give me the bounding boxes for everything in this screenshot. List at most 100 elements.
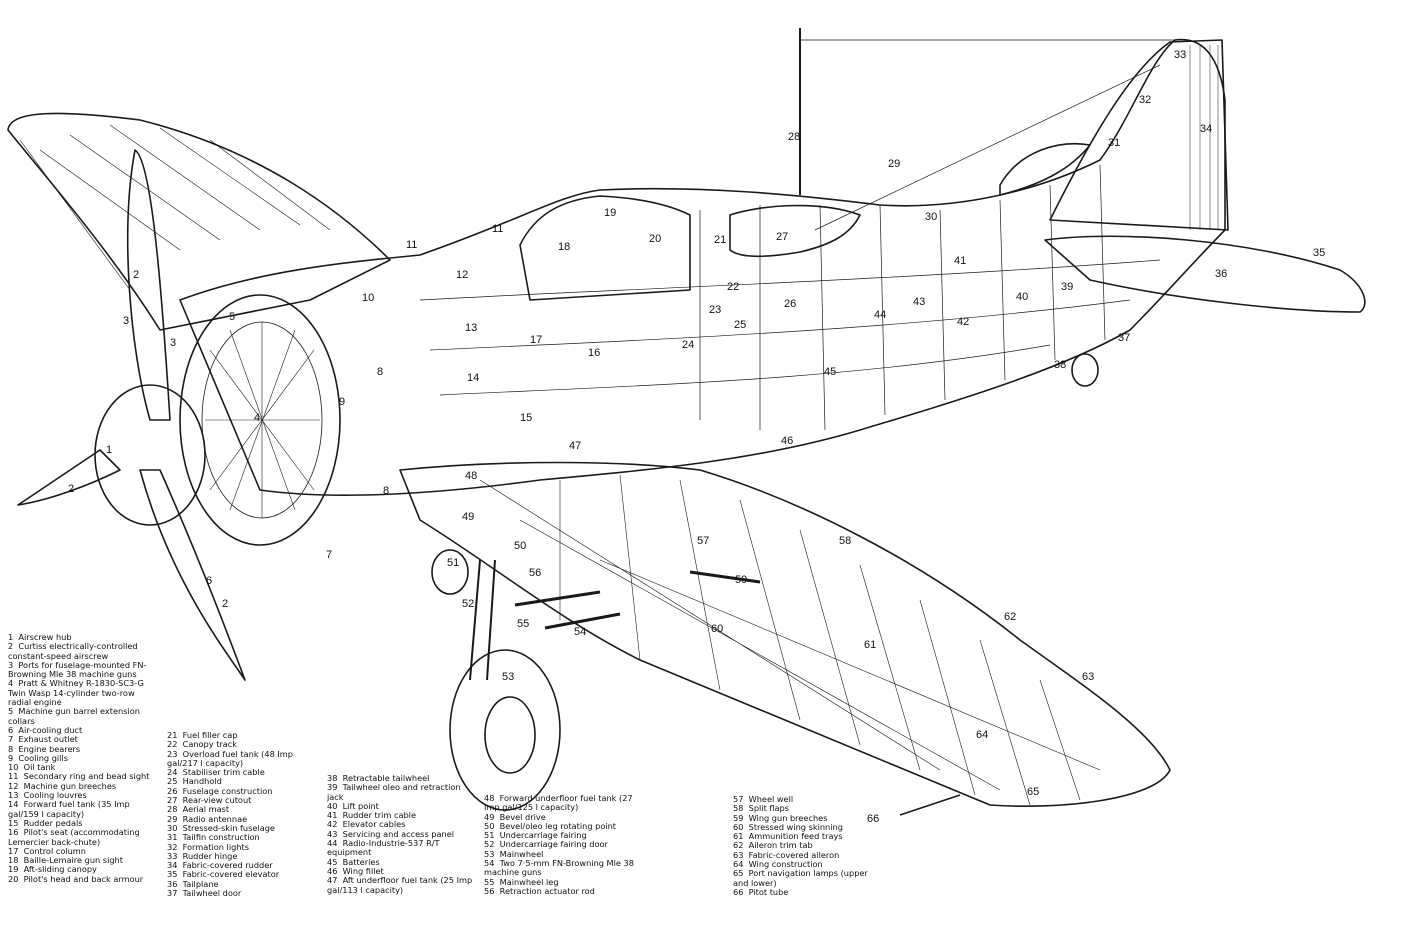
legend-item: 45 Batteries — [327, 856, 380, 867]
callout-number: 3 — [170, 337, 176, 349]
callout-number: 32 — [1139, 94, 1151, 106]
starboard-wing-ribs — [19, 124, 331, 291]
port-wing — [399, 461, 1171, 807]
callout-number: 56 — [529, 567, 541, 579]
legend-item: 8 Engine bearers — [8, 743, 81, 754]
starboard-wing — [7, 112, 391, 331]
legend-item: 25 Handhold — [167, 776, 222, 787]
legend-item: 54 Two 7·5-mm FN-Browning Mle 38 machine… — [484, 858, 637, 878]
legend-item: 55 Mainwheel leg — [484, 876, 559, 887]
legend-item: 30 Stressed-skin fuselage — [167, 822, 275, 833]
pitot-tube — [899, 794, 961, 816]
fuselage-outline — [179, 38, 1226, 497]
callout-number: 55 — [517, 618, 529, 630]
callout-number: 22 — [727, 281, 739, 293]
callout-number: 54 — [574, 626, 586, 638]
callout-number: 51 — [447, 557, 459, 569]
mainwheel-hub — [484, 696, 536, 774]
legend-item: 41 Rudder trim cable — [327, 810, 416, 821]
legend-item: 58 Split flaps — [733, 803, 790, 814]
legend-item: 50 Bevel/oleo leg rotating point — [484, 820, 617, 831]
callout-number: 8 — [377, 366, 383, 378]
callout-number: 4 — [254, 412, 260, 424]
radio-antenna — [800, 39, 1175, 231]
legend-item: 37 Tailwheel door — [167, 888, 242, 899]
mainwheel — [449, 649, 561, 811]
callout-number: 14 — [467, 372, 479, 384]
callout-number: 66 — [867, 813, 879, 825]
legend-item: 57 Wheel well — [733, 794, 794, 804]
legend-item: 63 Fabric-covered aileron — [733, 849, 840, 860]
callout-number: 26 — [784, 298, 796, 310]
legend-item: 19 Aft-sliding canopy — [8, 864, 97, 875]
legend-item: 4 Pratt & Whitney R-1830-SC3-G Twin Wasp… — [8, 678, 147, 708]
callout-number: 29 — [888, 158, 900, 170]
callout-number: 20 — [649, 233, 661, 245]
legend-item: 14 Forward fuel tank (35 Imp gal/159 l c… — [8, 799, 133, 819]
legend-item: 62 Aileron trim tab — [733, 840, 813, 851]
tailfin — [1049, 39, 1229, 231]
callout-number: 2 — [68, 483, 74, 495]
callout-number: 23 — [709, 304, 721, 316]
callout-number: 7 — [326, 549, 332, 561]
callout-number: 33 — [1174, 49, 1186, 61]
legend-item: 26 Fuselage construction — [167, 785, 273, 796]
callout-number: 13 — [465, 322, 477, 334]
callout-number: 21 — [714, 234, 726, 246]
legend-item: 61 Ammunition feed trays — [733, 831, 843, 842]
tailplane — [1044, 235, 1366, 313]
callout-number: 48 — [465, 470, 477, 482]
propeller-blade-lower — [139, 469, 246, 681]
fuselage-longerons — [419, 259, 1161, 396]
callout-number: 18 — [558, 241, 570, 253]
callout-number: 1 — [106, 444, 112, 456]
callout-number: 15 — [520, 412, 532, 424]
legend-item: 5 Machine gun barrel extension collars — [8, 706, 143, 726]
legend-item: 22 Canopy track — [167, 739, 238, 750]
legend-item: 39 Tailwheel oleo and retraction jack — [327, 782, 464, 802]
callout-number: 42 — [957, 316, 969, 328]
callout-number: 37 — [1118, 332, 1130, 344]
legend-item: 7 Exhaust outlet — [8, 734, 78, 745]
legend-item: 24 Stabiliser trim cable — [167, 767, 265, 778]
callout-number: 8 — [383, 485, 389, 497]
callout-number: 36 — [1215, 268, 1227, 280]
callout-number: 11 — [406, 239, 417, 251]
legend-item: 64 Wing construction — [733, 859, 823, 870]
callout-number: 38 — [1054, 359, 1066, 371]
upper-tailplane — [999, 143, 1091, 196]
callout-number: 2 — [222, 598, 228, 610]
callout-number: 57 — [697, 535, 709, 547]
legend-item: 59 Wing gun breeches — [733, 812, 828, 823]
callout-number: 44 — [874, 309, 886, 321]
mainwheel-leg — [469, 559, 496, 681]
legend-item: 15 Rudder pedals — [8, 817, 83, 828]
callout-number: 43 — [913, 296, 925, 308]
propeller-blade-upper — [127, 149, 171, 421]
propeller-blade-left — [17, 449, 121, 506]
callout-number: 47 — [569, 440, 581, 452]
legend-item: 10 Oil tank — [8, 762, 56, 773]
callout-number: 17 — [530, 334, 542, 346]
callout-number: 63 — [1082, 671, 1094, 683]
engine-cylinders — [205, 322, 320, 518]
legend-item: 33 Rudder hinge — [167, 850, 238, 861]
callout-number: 34 — [1200, 123, 1212, 135]
legend-item: 29 Radio antennae — [167, 813, 248, 824]
wing-gun-barrels — [514, 570, 761, 630]
callout-number: 24 — [682, 339, 694, 351]
legend-item: 3 Ports for fuselage-mounted FN-Browning… — [8, 659, 147, 680]
callout-number: 31 — [1108, 137, 1120, 149]
rudder-stripes — [1189, 45, 1219, 230]
tailwheel — [1071, 353, 1099, 387]
legend-item: 6 Air-cooling duct — [8, 724, 83, 735]
legend-item: 52 Undercarriage fairing door — [484, 839, 608, 850]
legend-item: 21 Fuel filler cap — [167, 730, 238, 740]
callout-number: 3 — [123, 315, 129, 327]
callout-number: 10 — [362, 292, 374, 304]
callout-number: 60 — [711, 623, 723, 635]
